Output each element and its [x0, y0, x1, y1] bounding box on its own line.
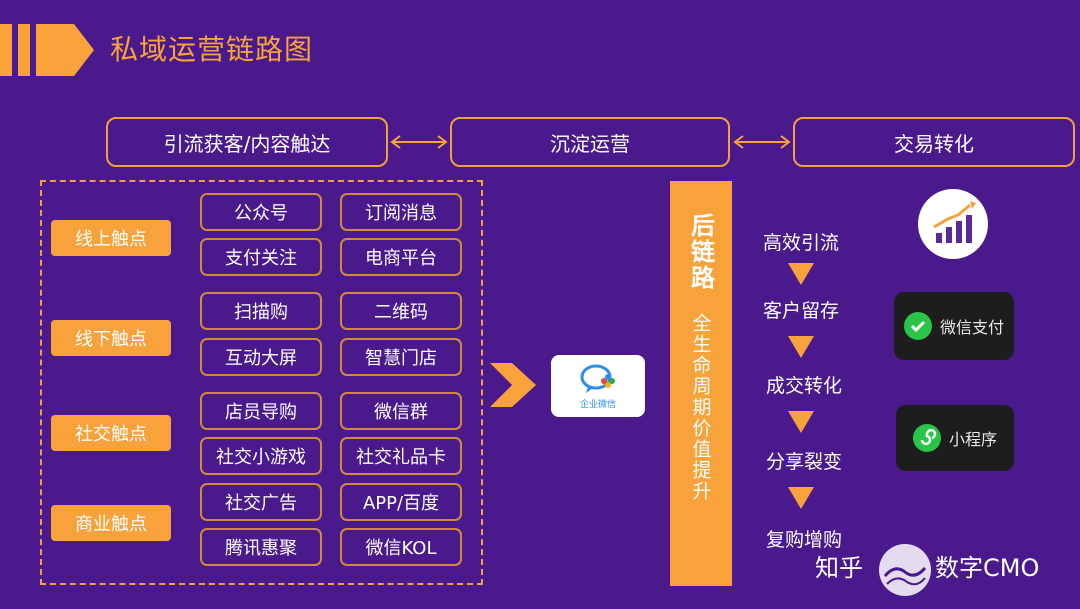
chevron-down-icon — [788, 336, 814, 358]
mini-program-card: 小程序 — [896, 405, 1014, 471]
stage-conversion: 交易转化 — [793, 117, 1075, 167]
pill-online-4: 电商平台 — [340, 238, 462, 276]
pill-commercial-1: 社交广告 — [200, 483, 322, 521]
category-online: 线上触点 — [51, 220, 171, 256]
wecom-logo-icon — [580, 364, 615, 393]
chevron-down-icon — [788, 263, 814, 285]
mini-program-label: 小程序 — [948, 430, 997, 449]
flow-arrow-icon — [490, 363, 536, 407]
pill-social-4: 社交礼品卡 — [340, 437, 462, 475]
stage-traffic: 引流获客/内容触达 — [106, 117, 388, 167]
wechat-pay-icon — [903, 312, 932, 340]
lifecycle-head: 后链路 — [686, 213, 715, 291]
chevron-down-icon — [788, 411, 814, 433]
watermark-zhihu: 知乎 — [815, 554, 863, 582]
header-bar-1 — [0, 24, 12, 76]
lifecycle-body: 全生命周期价值提升 — [689, 313, 712, 502]
pill-online-3: 支付关注 — [200, 238, 322, 276]
watermark-logo-icon — [879, 544, 931, 596]
touchpoint-container — [40, 180, 483, 585]
wechat-pay-label: 微信支付 — [939, 318, 1004, 337]
category-offline: 线下触点 — [51, 320, 171, 356]
pill-offline-3: 互动大屏 — [200, 338, 322, 376]
double-arrow-1 — [390, 135, 448, 149]
chevron-down-icon — [788, 487, 814, 509]
page-title: 私域运营链路图 — [110, 33, 314, 66]
watermark-author: 数字CMO — [935, 554, 1040, 582]
stage-retention: 沉淀运营 — [450, 117, 730, 167]
pill-social-3: 社交小游戏 — [200, 437, 322, 475]
funnel-step-1: 高效引流 — [762, 232, 839, 254]
wechat-pay-card: 微信支付 — [894, 292, 1014, 360]
header-arrow — [36, 24, 94, 76]
pill-offline-1: 扫描购 — [200, 292, 322, 330]
category-social: 社交触点 — [51, 415, 171, 451]
pill-commercial-4: 微信KOL — [340, 528, 462, 566]
wecom-label: 企业微信 — [579, 399, 616, 410]
pill-social-1: 店员导购 — [200, 392, 322, 430]
double-arrow-2 — [733, 135, 791, 149]
category-commercial: 商业触点 — [51, 505, 171, 541]
pill-online-1: 公众号 — [200, 193, 322, 231]
mini-program-icon — [912, 424, 941, 452]
pill-offline-2: 二维码 — [340, 292, 462, 330]
pill-offline-4: 智慧门店 — [340, 338, 462, 376]
pill-social-2: 微信群 — [340, 392, 462, 430]
funnel-step-5: 复购增购 — [765, 529, 842, 551]
header-bar-2 — [18, 24, 30, 76]
wecom-card: 企业微信 — [551, 355, 645, 417]
funnel-step-2: 客户留存 — [762, 300, 839, 322]
pill-commercial-2: APP/百度 — [340, 483, 462, 521]
pill-commercial-3: 腾讯惠聚 — [200, 528, 322, 566]
pill-online-2: 订阅消息 — [340, 193, 462, 231]
lifecycle-column: 后链路 全生命周期价值提升 — [670, 181, 732, 586]
growth-chart-icon — [918, 189, 988, 259]
funnel-step-3: 成交转化 — [765, 375, 842, 397]
funnel-step-4: 分享裂变 — [765, 451, 842, 473]
